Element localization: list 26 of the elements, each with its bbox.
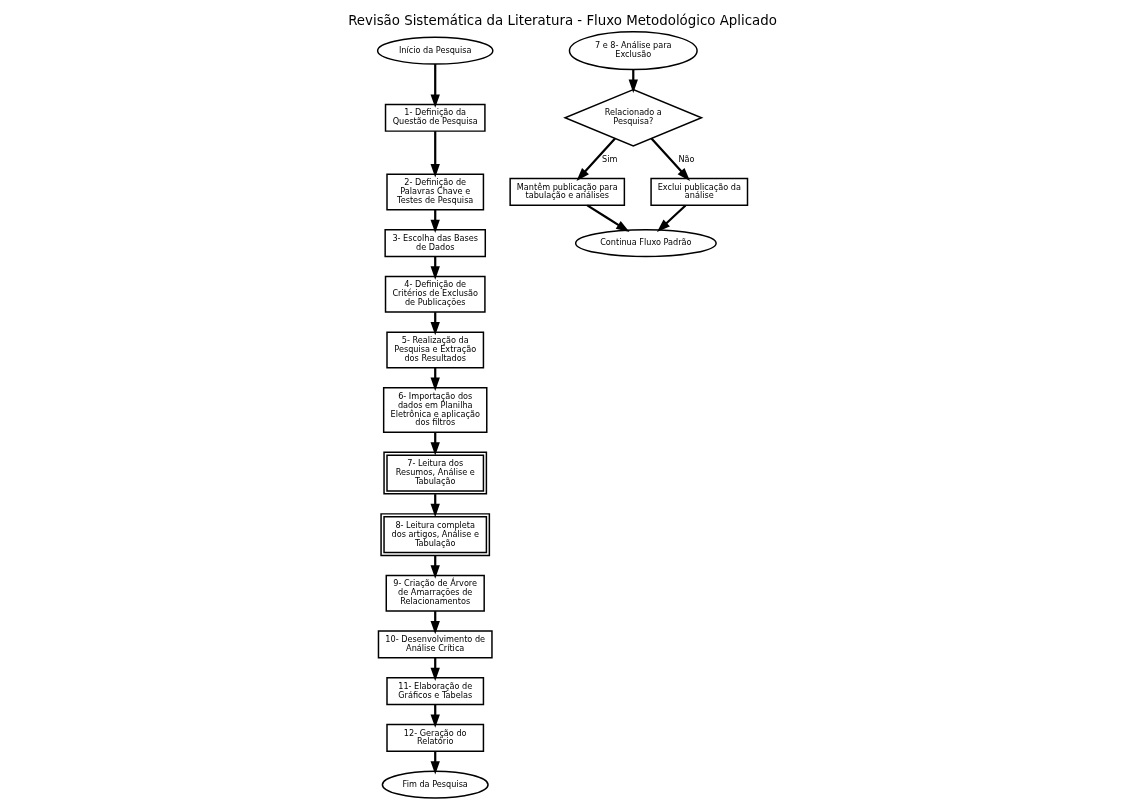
node-box: 4- Definição de Critérios de Exclusão de Publicações — [384, 275, 486, 313]
edge-label: Não — [677, 154, 695, 165]
arrow — [430, 131, 440, 178]
node-ellipse: Continua Fluxo Padrão — [574, 229, 717, 258]
node-box: Mantêm publicação para tabulação e análises — [508, 177, 625, 207]
node-diamond: Relacionado a Pesquisa? — [562, 88, 703, 147]
node-box: 1- Definição da Questão de Pesquisa — [384, 103, 486, 132]
node-box: 3- Escolha das Bases de Dados — [383, 229, 486, 258]
arrow — [430, 64, 440, 108]
node-box: Exclui publicação da análise — [649, 177, 748, 207]
node-box: 6- Importação dos dados em Planilha Eletrônica e aplicação dos filtros — [382, 387, 487, 433]
arrow — [650, 137, 690, 182]
node-box: 10- Desenvolvimento de Análise Crítica — [377, 630, 493, 659]
node-box: 9- Criação de Árvore de Amarrações de Relacionamentos — [385, 574, 485, 612]
arrow — [586, 204, 630, 233]
arrow — [576, 137, 616, 182]
node-box: 12- Geração do Relatório — [385, 723, 484, 752]
node-box: 2- Definição de Palavras Chave e Testes de Pesquisa — [385, 173, 484, 211]
node-ellipse: Fim da Pesquisa — [381, 770, 489, 799]
arrow — [656, 204, 686, 233]
edge-label: Sim — [601, 154, 617, 165]
node-ellipse: Início da Pesquisa — [376, 36, 494, 65]
node-ellipse: 7 e 8- Análise para Exclusão — [568, 31, 698, 71]
node-box: 11- Elaboração de Gráficos e Tabelas — [385, 677, 484, 706]
node-box: 5- Realização da Pesquisa e Extração dos Resultados — [385, 331, 484, 369]
diagram-title: Revisão Sistemática da Literatura - Fluxo Metodológico Aplicado — [347, 12, 777, 28]
